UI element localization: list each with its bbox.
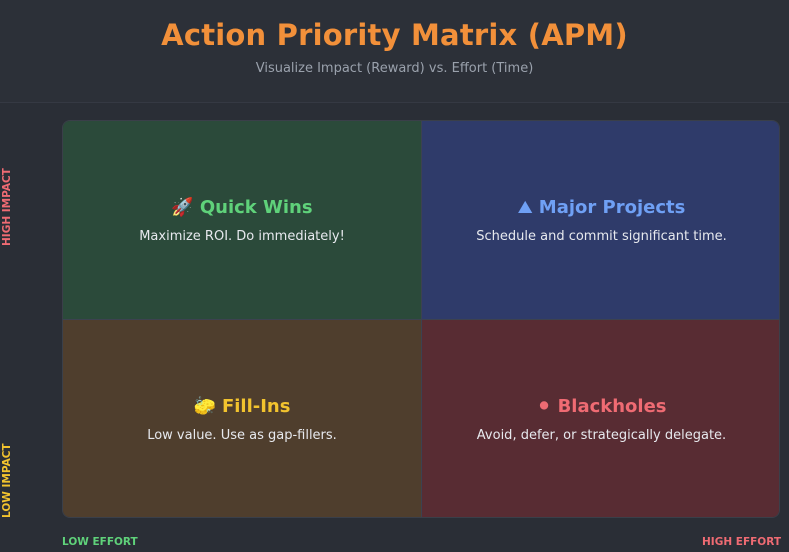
page-title: Action Priority Matrix (APM) xyxy=(161,18,628,52)
page-subtitle: Visualize Impact (Reward) vs. Effort (Ti… xyxy=(255,61,534,76)
quadrant-title-text: Quick Wins xyxy=(199,197,313,218)
header: Action Priority Matrix (APM) Visualize I… xyxy=(0,0,789,103)
quadrant-description: Maximize ROI. Do immediately! xyxy=(139,229,345,244)
quadrant-title-text: Fill-Ins xyxy=(221,396,291,417)
quadrant-title: 🚀Quick Wins xyxy=(63,197,421,218)
sponge-icon: 🧽 xyxy=(193,396,216,417)
quadrant-description: Avoid, defer, or strategically delegate. xyxy=(476,428,727,443)
quadrant-title-text: Blackholes xyxy=(557,396,667,417)
quadrant-description: Low value. Use as gap-fillers. xyxy=(147,428,337,443)
quadrant-blackholes: ⚫Blackholes Avoid, defer, or strategical… xyxy=(422,320,779,517)
quadrant-fill-ins: 🧽Fill-Ins Low value. Use as gap-fillers. xyxy=(63,320,422,517)
quadrant-title: ⛰Major Projects xyxy=(422,197,779,218)
quadrant-description: Schedule and commit significant time. xyxy=(476,229,727,244)
axis-label-high-effort: HIGH EFFORT xyxy=(702,536,781,548)
axis-label-high-impact: HIGH IMPACT xyxy=(1,168,13,246)
priority-matrix: 🚀Quick Wins Maximize ROI. Do immediately… xyxy=(62,120,780,518)
axis-label-low-effort: LOW EFFORT xyxy=(62,536,138,548)
axis-label-low-impact: LOW IMPACT xyxy=(1,443,13,518)
quadrant-title: ⚫Blackholes xyxy=(422,396,779,417)
quadrant-major-projects: ⛰Major Projects Schedule and commit sign… xyxy=(422,121,779,320)
mountain-icon: ⛰ xyxy=(517,197,533,218)
quadrant-title: 🧽Fill-Ins xyxy=(63,396,421,417)
quadrant-title-text: Major Projects xyxy=(538,197,686,218)
rocket-icon: 🚀 xyxy=(171,197,194,218)
quadrant-quick-wins: 🚀Quick Wins Maximize ROI. Do immediately… xyxy=(63,121,422,320)
black-hole-icon: ⚫ xyxy=(536,396,552,417)
